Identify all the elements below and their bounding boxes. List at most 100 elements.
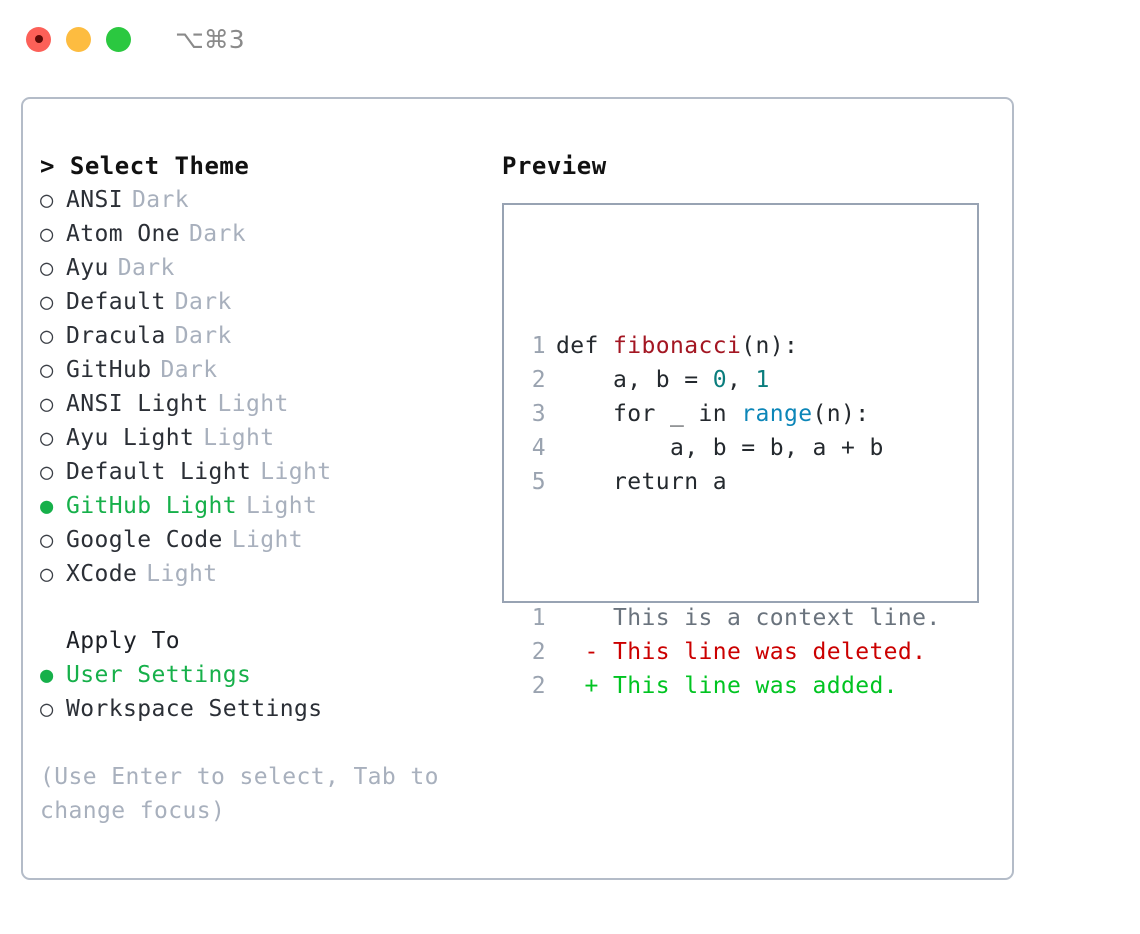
radio-unselected-icon: ○	[40, 426, 54, 451]
keyboard-shortcut-label: ⌥⌘3	[175, 24, 245, 54]
theme-option-tag: Dark	[132, 187, 189, 213]
title-bar: ⌥⌘3	[0, 0, 1140, 78]
apply-to-list[interactable]: ● User Settings ○ Workspace Settings	[40, 658, 480, 726]
close-button-icon[interactable]	[26, 26, 51, 52]
theme-option-default-light[interactable]: ○ Default Light Light	[40, 455, 480, 489]
theme-option-label: Default	[66, 289, 166, 315]
theme-option-label: GitHub	[66, 357, 152, 383]
code-line: 1 def fibonacci(n):	[520, 329, 941, 363]
apply-to-option-user-settings[interactable]: ● User Settings	[40, 658, 480, 692]
theme-option-atom-one[interactable]: ○ Atom One Dark	[40, 217, 480, 251]
code-token-plain: (n):	[741, 333, 799, 359]
theme-option-label: GitHub Light	[66, 493, 237, 519]
code-line: 2 a, b = 0, 1	[520, 363, 941, 397]
theme-option-ansi[interactable]: ○ ANSI Dark	[40, 183, 480, 217]
code-line-text: for _ in range(n):	[556, 397, 869, 431]
code-line-text: def fibonacci(n):	[556, 329, 798, 363]
minimize-button-icon[interactable]	[66, 26, 91, 52]
code-line-number: 1	[531, 333, 546, 359]
theme-option-label: Atom One	[66, 221, 180, 247]
code-line: 3 for _ in range(n):	[520, 397, 941, 431]
code-token-num: 1	[755, 367, 770, 393]
diff-line-text: + This line was added.	[556, 673, 898, 699]
window-controls	[26, 26, 131, 52]
radio-unselected-icon: ○	[40, 460, 54, 485]
apply-to-option-label: Workspace Settings	[66, 696, 323, 722]
theme-option-tag: Dark	[174, 323, 232, 349]
theme-option-label: Ayu	[66, 255, 109, 281]
theme-option-label: XCode	[66, 561, 138, 587]
apply-to-option-label: User Settings	[66, 662, 252, 688]
diff-lines: 1 This is a context line.2 - This line w…	[520, 601, 941, 703]
apply-to-section: Apply To ● User Settings ○ Workspace Settin…	[40, 624, 480, 726]
code-line: 5 return a	[520, 465, 941, 499]
diff-line-number: 2	[531, 673, 546, 699]
theme-option-tag: Dark	[188, 221, 246, 247]
radio-unselected-icon: ○	[40, 222, 54, 247]
preview-heading: Preview	[502, 152, 607, 180]
diff-line-add: 2 + This line was added.	[520, 669, 941, 703]
code-token-plain: def	[556, 333, 613, 359]
code-line-number: 3	[531, 401, 546, 427]
radio-unselected-icon: ○	[40, 697, 54, 722]
select-theme-heading: > Select Theme	[40, 152, 250, 180]
radio-unselected-icon: ○	[40, 392, 54, 417]
theme-option-tag: Light	[231, 527, 303, 553]
code-line-number: 4	[531, 435, 546, 461]
theme-option-label: ANSI	[66, 187, 123, 213]
code-line: 4 a, b = b, a + b	[520, 431, 941, 465]
radio-unselected-icon: ○	[40, 324, 54, 349]
code-line-text: a, b = 0, 1	[556, 363, 770, 397]
code-token-num: 0	[712, 367, 727, 393]
code-token-plain: (n):	[812, 401, 870, 427]
theme-option-label: Default Light	[66, 459, 252, 485]
theme-option-tag: Light	[245, 493, 318, 519]
radio-selected-icon: ●	[40, 494, 54, 519]
theme-option-tag: Light	[260, 459, 332, 485]
theme-option-label: ANSI Light	[66, 391, 209, 417]
theme-option-ayu-light[interactable]: ○ Ayu Light Light	[40, 421, 480, 455]
theme-option-ansi-light[interactable]: ○ ANSI Light Light	[40, 387, 480, 421]
code-token-plain: ,	[726, 367, 756, 393]
theme-option-ayu[interactable]: ○ Ayu Dark	[40, 251, 480, 285]
apply-to-heading: Apply To	[66, 628, 180, 654]
theme-option-default[interactable]: ○ Default Dark	[40, 285, 480, 319]
maximize-button-icon[interactable]	[106, 26, 131, 52]
radio-unselected-icon: ○	[40, 562, 54, 587]
theme-option-tag: Light	[217, 391, 289, 417]
diff-line-del: 2 - This line was deleted.	[520, 635, 941, 669]
code-token-plain: return a	[556, 469, 727, 495]
theme-option-tag: Dark	[117, 255, 175, 281]
theme-option-github-light[interactable]: ● GitHub Light Light	[40, 489, 480, 523]
apply-to-option-workspace-settings[interactable]: ○ Workspace Settings	[40, 692, 480, 726]
code-line-number: 5	[531, 469, 546, 495]
theme-option-tag: Dark	[174, 289, 232, 315]
theme-option-tag: Light	[203, 425, 275, 451]
theme-option-label: Ayu Light	[66, 425, 195, 451]
code-line-number: 2	[531, 367, 546, 393]
diff-line-text: This is a context line.	[556, 605, 941, 631]
radio-unselected-icon: ○	[40, 358, 54, 383]
code-token-plain: for _ in	[556, 401, 742, 427]
radio-selected-icon: ●	[40, 663, 54, 688]
radio-unselected-icon: ○	[40, 188, 54, 213]
radio-unselected-icon: ○	[40, 256, 54, 281]
code-token-fn: fibonacci	[613, 333, 742, 359]
diff-line-ctx: 1 This is a context line.	[520, 601, 941, 635]
theme-option-label: Dracula	[66, 323, 166, 349]
code-token-plain: a, b = b, a + b	[556, 435, 884, 461]
theme-option-label: Google Code	[66, 527, 223, 553]
radio-unselected-icon: ○	[40, 290, 54, 315]
theme-option-dracula[interactable]: ○ Dracula Dark	[40, 319, 480, 353]
